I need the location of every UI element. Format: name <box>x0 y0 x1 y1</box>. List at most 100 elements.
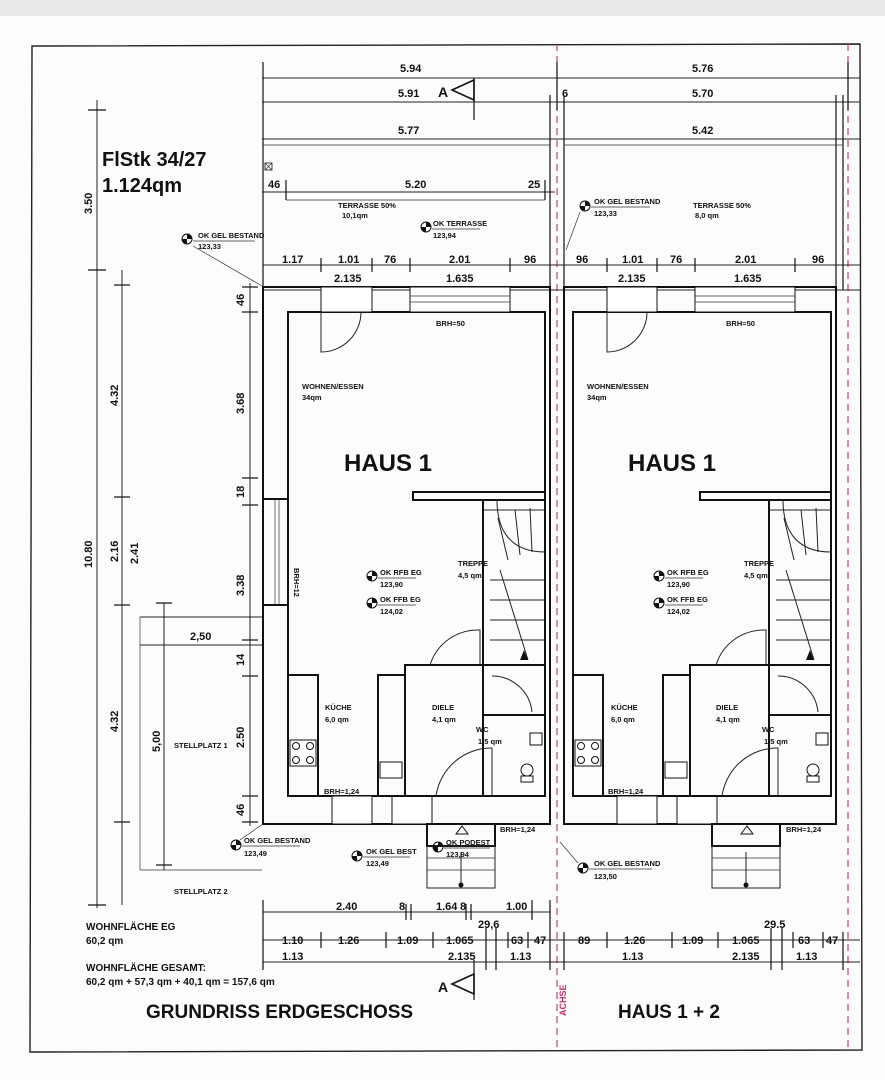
svg-text:OK GEL BEST: OK GEL BEST <box>366 847 417 856</box>
label-terrace-2-area: 8,0 qm <box>695 211 719 220</box>
dim-bc-11: 47 <box>826 935 838 947</box>
top-dimension-chains <box>262 62 860 291</box>
drawing-title: GRUNDRISS ERDGESCHOSS <box>146 1002 413 1023</box>
dim-bc-0: 1.10 <box>282 935 303 947</box>
dim-inner-2.50: 2.50 <box>235 727 247 748</box>
dim-ub-0: 2.135 <box>334 273 362 285</box>
label-haus1-left: HAUS 1 <box>344 450 432 477</box>
svg-text:123,94: 123,94 <box>446 850 470 859</box>
sheet-frame <box>29 43 863 1053</box>
label-diele-h1: DIELE <box>432 703 454 712</box>
dim-bb-1: 29.5 <box>764 919 785 931</box>
label-wohnflaeche-gesamt: WOHNFLÄCHE GESAMT: <box>86 961 206 974</box>
dim-row2-5.91: 5.91 <box>398 88 419 100</box>
label-treppe-area-h1: 4,5 qm <box>458 571 482 580</box>
parcel-area: 1.124qm <box>102 175 182 197</box>
house-1-entrance-steps <box>426 823 496 889</box>
svg-text:A: A <box>438 84 448 100</box>
svg-text:123,33: 123,33 <box>198 242 221 251</box>
label-terrace-1: TERRASSE 50% <box>338 201 396 210</box>
dim-ua-6: 1.01 <box>622 254 643 266</box>
dim-inner-46-bottom: 46 <box>235 804 247 816</box>
section-marker-bottom: A <box>438 960 475 1000</box>
label-brh124-h1-out: BRH=1,24 <box>500 825 536 834</box>
dim-row2-5.70: 5.70 <box>692 88 713 100</box>
dim-ub-3: 1.635 <box>734 273 762 285</box>
dim-left-4.32-top: 4.32 <box>109 385 121 406</box>
level-marker-ok-gel-bestand-3: OK GEL BESTAND 123,49 <box>230 823 311 858</box>
svg-text:OK GEL BESTAND: OK GEL BESTAND <box>198 231 265 240</box>
level-marker-ok-terrasse: OK TERRASSE 123,94 <box>420 219 487 240</box>
svg-text:OK FFB EG: OK FFB EG <box>380 595 421 604</box>
svg-text:124,02: 124,02 <box>380 607 403 616</box>
label-diele-h2: DIELE <box>716 703 738 712</box>
dim-bc-7: 1.26 <box>624 935 645 947</box>
svg-text:OK RFB EG: OK RFB EG <box>380 568 422 577</box>
label-brh50-h1: BRH=50 <box>436 319 465 328</box>
dim-left-4.32-bottom: 4.32 <box>109 711 121 732</box>
label-terrace-2: TERRASSE 50% <box>693 201 751 210</box>
svg-text:123,49: 123,49 <box>366 859 389 868</box>
dim-bc-4: 63 <box>511 935 523 947</box>
house-2-entrance-steps <box>711 823 781 889</box>
svg-text:123,49: 123,49 <box>244 849 267 858</box>
dim-ua-5: 96 <box>576 254 588 266</box>
dim-bd-2: 1.13 <box>510 951 531 963</box>
dim-left-3.50: 3.50 <box>83 193 95 214</box>
label-stellplatz-1: STELLPLATZ 1 <box>174 741 228 750</box>
dim-bc-8: 1.09 <box>682 935 703 947</box>
dim-bd-1: 2.135 <box>448 951 476 963</box>
dim-bd-0: 1.13 <box>282 951 303 963</box>
label-kueche-area-h1: 6,0 qm <box>325 715 349 724</box>
label-treppe-area-h2: 4,5 qm <box>744 571 768 580</box>
dim-ua-2: 76 <box>384 254 396 266</box>
dim-top-right-5.76: 5.76 <box>692 63 713 75</box>
label-diele-area-h1: 4,1 qm <box>432 715 456 724</box>
houses-title: HAUS 1 + 2 <box>618 1002 720 1023</box>
svg-text:124,02: 124,02 <box>667 607 690 616</box>
dim-parking-depth: 5,00 <box>151 731 163 752</box>
label-treppe-h2: TREPPE <box>744 559 774 568</box>
dim-left-2.41: 2.41 <box>129 543 141 564</box>
dim-ua-4: 96 <box>524 254 536 266</box>
house-1-walls <box>262 286 551 825</box>
dim-ba-4: 1.00 <box>506 901 527 913</box>
dim-ub-1: 1.635 <box>446 273 474 285</box>
label-wohnen-area-h2: 34qm <box>587 393 607 402</box>
dim-ua-7: 76 <box>670 254 682 266</box>
dim-bc-1: 1.26 <box>338 935 359 947</box>
dim-bb-0: 29,6 <box>478 919 499 931</box>
label-wc-h1: WC <box>476 725 489 734</box>
dim-row4-5.20: 5.20 <box>405 179 426 191</box>
level-marker-ok-gel-bestand-1: OK GEL BESTAND 123,33 <box>181 231 265 287</box>
label-wc-h2: WC <box>762 725 775 734</box>
svg-text:OK FFB EG: OK FFB EG <box>667 595 708 604</box>
dim-ba-0: 2.40 <box>336 901 357 913</box>
section-marker-top: A <box>438 78 475 120</box>
dim-left-2.16: 2.16 <box>109 541 121 562</box>
svg-text:123,90: 123,90 <box>380 580 403 589</box>
label-brh124-h2-out: BRH=1,24 <box>786 825 822 834</box>
level-marker-ok-gel-best: OK GEL BEST 123,49 <box>351 847 417 868</box>
dim-bc-6: 89 <box>578 935 590 947</box>
label-brh124-h1: BRH=1,24 <box>324 787 360 796</box>
dim-ua-0: 1.17 <box>282 254 303 266</box>
dim-bd-3: 1.13 <box>622 951 643 963</box>
label-haus1-right: HAUS 1 <box>628 450 716 477</box>
label-wc-area-h1: 1,5 qm <box>478 737 502 746</box>
dim-ua-9: 96 <box>812 254 824 266</box>
dim-bc-2: 1.09 <box>397 935 418 947</box>
left-dimension-chains <box>88 100 258 908</box>
terrace-area <box>263 144 843 201</box>
svg-text:OK RFB EG: OK RFB EG <box>667 568 709 577</box>
level-marker-ok-gel-bestand-4: OK GEL BESTAND 123,50 <box>559 841 661 881</box>
level-marker-ffb-h2: OK FFB EG 124,02 <box>653 595 708 616</box>
scan-edge-top <box>0 0 885 16</box>
label-kueche-h2: KÜCHE <box>611 703 638 712</box>
dim-ua-1: 1.01 <box>338 254 359 266</box>
label-stellplatz-2: STELLPLATZ 2 <box>174 887 228 896</box>
bottom-dimension-chains <box>262 900 860 970</box>
svg-text:123,33: 123,33 <box>594 209 617 218</box>
